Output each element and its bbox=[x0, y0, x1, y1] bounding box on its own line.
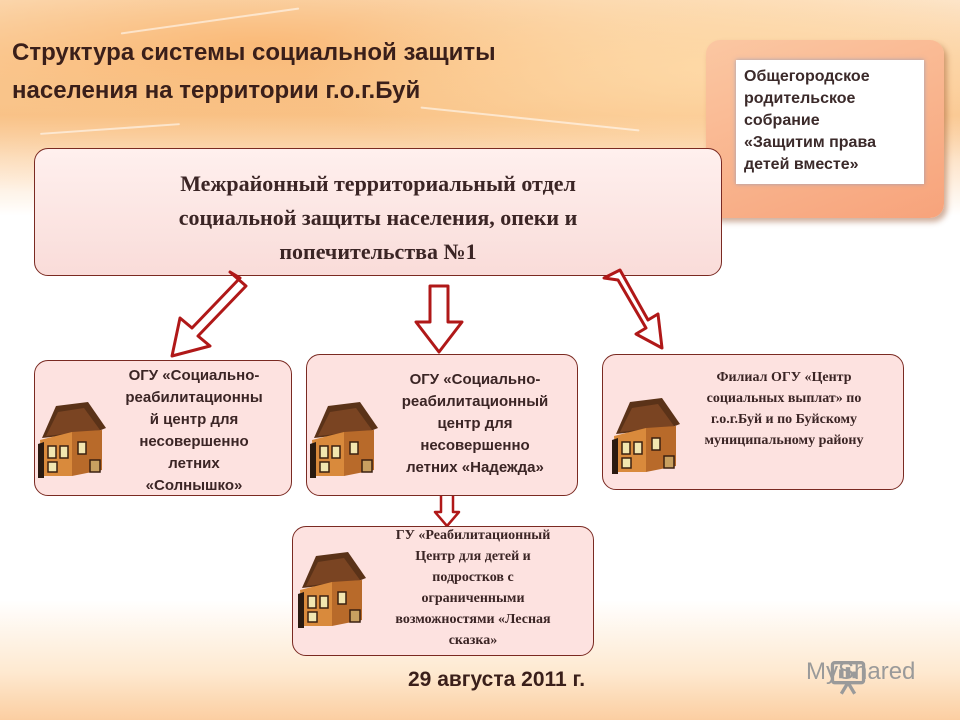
main-box-line: Межрайонный территориальный отдел bbox=[180, 171, 576, 196]
org-box-line: реабилитационны bbox=[125, 389, 263, 406]
callout-line: собрание bbox=[744, 112, 820, 129]
title-line: Структура системы социальной защиты bbox=[12, 39, 496, 66]
house-icon bbox=[38, 402, 106, 478]
org-box-line: летних bbox=[168, 455, 220, 472]
callout-line: родительское bbox=[744, 90, 856, 107]
org-box-line: летних «Надежда» bbox=[406, 459, 544, 476]
org-box-line: реабилитационный bbox=[401, 393, 549, 410]
org-box-line: Филиал ОГУ «Центр bbox=[716, 370, 852, 385]
callout-line: «Защитим права bbox=[744, 134, 876, 151]
org-box-line: муниципальному району bbox=[704, 433, 864, 448]
org-box-line: несовершенно bbox=[420, 437, 530, 454]
org-box-line: несовершенно bbox=[139, 433, 249, 450]
main-box-line: социальной защиты населения, опеки и bbox=[178, 205, 578, 230]
org-box-line: подростков с bbox=[432, 570, 514, 585]
org-box-line: центр для bbox=[437, 415, 513, 432]
org-box-line: ГУ «Реабилитационный bbox=[395, 528, 551, 543]
org-box-line: ограниченными bbox=[421, 591, 525, 606]
org-box-text: ОГУ «Социально- реабилитационны й центр … bbox=[99, 365, 289, 497]
down-arrow-icon bbox=[170, 270, 248, 358]
org-box-line: ОГУ «Социально- bbox=[128, 367, 260, 384]
org-box-line: сказка» bbox=[448, 633, 498, 648]
parent-meeting-callout: Общегородское родительское собрание «Защ… bbox=[736, 60, 924, 184]
down-arrow-icon bbox=[414, 284, 464, 354]
org-box-line: возможностями «Лесная bbox=[395, 612, 551, 627]
date-label: 29 августа 2011 г. bbox=[408, 668, 586, 691]
title-line: населения на территории г.о.г.Буй bbox=[12, 77, 421, 104]
callout-line: детей вместе» bbox=[744, 156, 859, 173]
org-box-text: Филиал ОГУ «Центр социальных выплат» по … bbox=[669, 367, 899, 451]
callout-line: Общегородское bbox=[744, 68, 870, 85]
org-box-line: ОГУ «Социально- bbox=[409, 371, 541, 388]
down-arrow-icon bbox=[602, 268, 664, 350]
page-title: Структура системы социальной защиты насе… bbox=[12, 34, 612, 110]
house-icon bbox=[310, 402, 378, 478]
org-box-text: ОГУ «Социально- реабилитационный центр д… bbox=[375, 369, 575, 479]
main-department-box: Межрайонный территориальный отдел социал… bbox=[34, 148, 722, 276]
org-box-line: социальных выплат» по bbox=[706, 391, 862, 406]
org-box-text: ГУ «Реабилитационный Центр для детей и п… bbox=[353, 525, 593, 651]
org-box-line: Центр для детей и bbox=[415, 549, 531, 564]
org-box-line: г.о.г.Буй и по Буйскому bbox=[710, 412, 857, 427]
presentation-logo-icon bbox=[830, 661, 866, 695]
watermark-text: MyShared bbox=[806, 658, 916, 685]
house-icon bbox=[298, 552, 366, 628]
org-box-line: «Солнышко» bbox=[145, 477, 243, 494]
house-icon bbox=[612, 398, 680, 474]
org-box-line: й центр для bbox=[149, 411, 239, 428]
main-box-line: попечительства №1 bbox=[279, 239, 477, 264]
